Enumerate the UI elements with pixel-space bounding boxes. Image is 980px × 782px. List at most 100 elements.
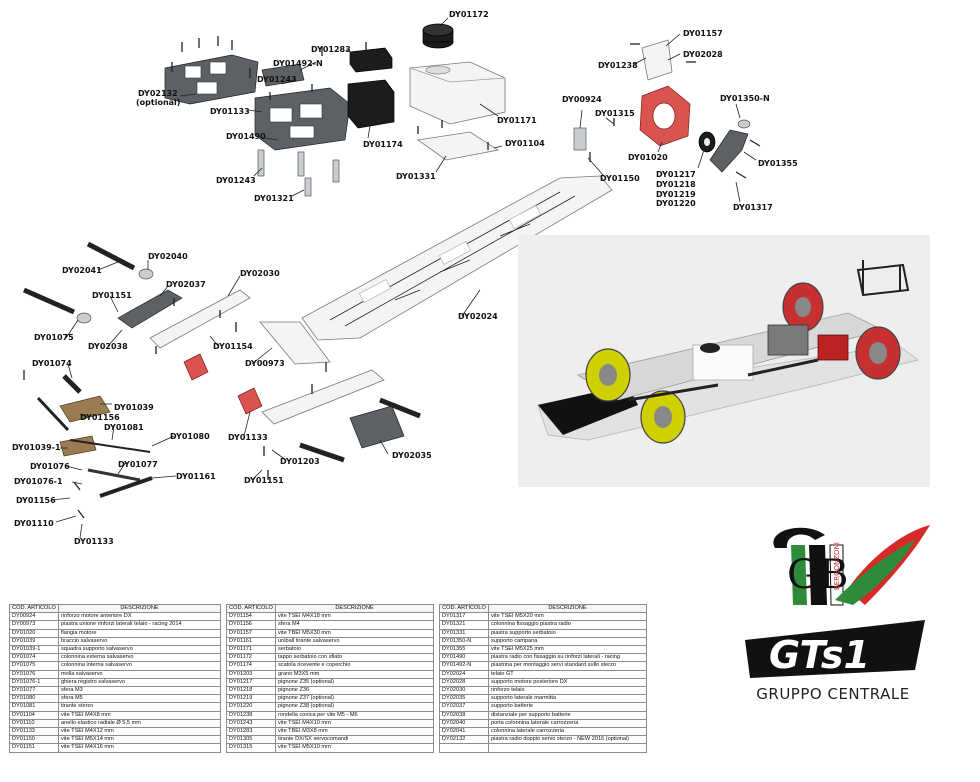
part-code: DY01039-1 xyxy=(9,645,59,655)
part-description: supporto batterie xyxy=(488,702,647,712)
column-header-description: DESCRIZIONE xyxy=(488,603,647,614)
part-description: vite TSEI M4X16 mm xyxy=(58,743,221,753)
assembled-car-render xyxy=(518,235,930,487)
part-description: colonnina laterale carrozzeria xyxy=(488,727,647,737)
column-header-code: COD. ARTICOLO xyxy=(9,603,59,614)
part-code: DY01219 xyxy=(226,694,276,704)
servo-saver-parts xyxy=(36,353,263,498)
part-code: DY02132 xyxy=(439,735,489,745)
column-header-description: DESCRIZIONE xyxy=(58,603,221,614)
side-rods xyxy=(299,397,421,463)
part-code: DY01305 xyxy=(226,735,276,745)
callout: DY02028 xyxy=(683,50,723,59)
part-code: DY01355 xyxy=(439,645,489,655)
callout: DY01154 xyxy=(213,342,253,351)
part-code: DY01150 xyxy=(9,735,59,745)
clutch-bell-support xyxy=(709,119,751,173)
callout: DY01133 xyxy=(210,107,250,116)
part-code: DY01321 xyxy=(439,620,489,630)
callout: DY01039 xyxy=(114,403,154,412)
callout: DY01075 xyxy=(34,333,74,342)
part-code: DY01077 xyxy=(9,686,59,696)
callout: DY01321 xyxy=(254,194,294,203)
part-description: rinforzo motore anteriore DX xyxy=(58,612,221,622)
part-description: piastra unione rinforzi laterali telaio … xyxy=(58,620,221,630)
part-description: braccio salvaservo xyxy=(58,636,221,647)
part-code: DY01154 xyxy=(226,612,276,622)
part-code xyxy=(439,743,489,753)
muffler-side-support xyxy=(349,405,405,449)
callout: DY01172 xyxy=(449,10,489,19)
callout: DY01203 xyxy=(280,457,320,466)
callout: DY01315 xyxy=(595,109,635,118)
column-header-code: COD. ARTICOLO xyxy=(226,603,276,614)
part-description: supporto motore posteriore DX xyxy=(488,677,647,688)
part-description xyxy=(488,743,647,753)
part-description: piastrina per montaggio servi standard s… xyxy=(488,661,647,671)
part-code: DY01161 xyxy=(226,636,276,647)
chassis-main-plate xyxy=(301,175,613,341)
part-description: vite TSEI M5X14 mm xyxy=(58,735,221,745)
part-description: piastra radio doppio servo sterzo - NEW … xyxy=(488,735,647,745)
callout: DY01133 xyxy=(228,433,268,442)
callout: DY02041 xyxy=(62,266,102,275)
part-description: serbatoio xyxy=(275,645,434,655)
part-code: DY00924 xyxy=(9,612,59,622)
callout: DY01317 xyxy=(733,203,773,212)
exploded-parts-diagram: DY01172 DY01157 DY02028 DY01238 DY01283 … xyxy=(12,10,798,546)
callout: DY01080 xyxy=(170,432,210,441)
part-code: DY02040 xyxy=(439,718,489,729)
part-description: piastra supporto serbatoio xyxy=(488,628,647,638)
battery-post xyxy=(22,287,92,324)
callout: DY02035 xyxy=(392,451,432,460)
part-code: DY01075 xyxy=(9,661,59,671)
part-code: DY01238 xyxy=(226,710,276,720)
part-description: pignone Z38 (optional) xyxy=(275,702,434,712)
part-code: DY01039 xyxy=(9,636,59,647)
part-description: telaio GT xyxy=(488,669,647,679)
part-description: vite TSEI M5X25 mm xyxy=(488,645,647,655)
part-code: DY01151 xyxy=(9,743,59,753)
part-description: vite TSEI M4X12 mm xyxy=(58,727,221,737)
callout: DY01039-1 xyxy=(12,443,61,452)
part-description: pignone Z36 xyxy=(275,686,434,696)
part-code: DY01076 xyxy=(9,669,59,679)
part-description: vite TSEI M4X10 mm xyxy=(275,718,434,729)
part-code: DY02028 xyxy=(439,677,489,688)
callout: DY01151 xyxy=(244,476,284,485)
callout: DY02030 xyxy=(240,269,280,278)
part-code: DY01080 xyxy=(9,694,59,704)
callout: DY00924 xyxy=(562,95,602,104)
part-code: DY01243 xyxy=(226,718,276,729)
part-description: squadra supporto salvaservo xyxy=(58,645,221,655)
part-description: supporto laterale marmitta xyxy=(488,694,647,704)
callout: DY01151 xyxy=(92,291,132,300)
callout: DY02038 xyxy=(88,342,128,351)
part-code: DY01217 xyxy=(226,677,276,688)
callout: DY01238 xyxy=(598,61,638,70)
part-code: DY01172 xyxy=(226,653,276,663)
part-code: DY01492-N xyxy=(439,661,489,671)
callout: DY01074 xyxy=(32,359,72,368)
callout: DY01133 xyxy=(74,537,114,546)
part-description: colonnina esterna salvaservo xyxy=(58,653,221,663)
part-description: anello elastico radiale Ø 5,5 mm xyxy=(58,718,221,729)
part-description: tappo serbatoio con sfiato xyxy=(275,653,434,663)
